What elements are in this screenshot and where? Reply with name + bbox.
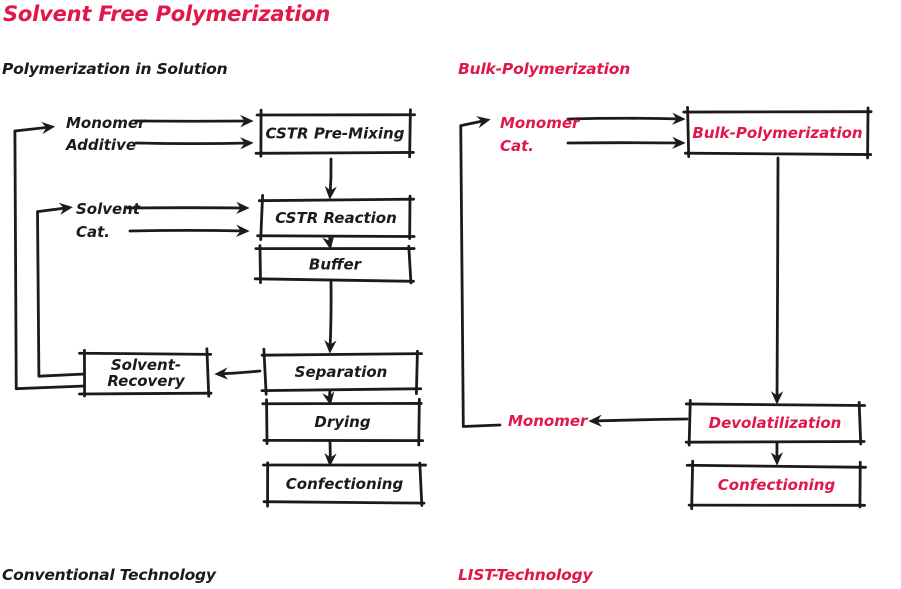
section-header-bulk: Bulk-Polymerization xyxy=(458,60,631,78)
node-box-stroke xyxy=(256,234,416,238)
node-box-stroke xyxy=(683,151,873,156)
node-box-stroke xyxy=(78,351,213,356)
node-box-fill xyxy=(260,114,410,153)
node-label-solvent-recovery: Solvent-Recovery xyxy=(107,356,186,390)
node-box-stroke xyxy=(260,352,423,357)
edge-cat-to-reaction xyxy=(128,224,250,237)
node-box-stroke xyxy=(262,500,426,505)
node-box-stroke xyxy=(205,347,211,398)
node-devolatilization: Devolatilization xyxy=(684,399,867,447)
label-monomer-right-bottom: Monomer xyxy=(508,412,589,430)
edge-separation-to-recovery xyxy=(214,367,262,380)
node-box-stroke xyxy=(254,151,415,155)
node-box-stroke xyxy=(257,197,416,203)
node-box-stroke xyxy=(418,461,424,507)
label-cat-left: Cat. xyxy=(76,223,110,241)
label-solvent: Solvent xyxy=(76,200,141,218)
edge-monomer-loop-right xyxy=(459,116,502,428)
node-box-stroke xyxy=(417,397,421,447)
node-box-stroke xyxy=(258,244,262,285)
node-box-stroke xyxy=(686,106,691,158)
node-drying: Drying xyxy=(261,397,425,447)
node-box-fill xyxy=(268,466,421,502)
node-label-confectioning-left: Confectioning xyxy=(286,475,404,493)
label-cat-right: Cat. xyxy=(500,137,534,155)
edge-devol-to-monomer xyxy=(588,414,689,427)
section-footer-conventional: Conventional Technology xyxy=(2,566,216,584)
node-box-stroke xyxy=(408,108,412,159)
node-box-fill xyxy=(260,249,410,280)
edge-premixing-to-reaction xyxy=(324,157,337,200)
node-box-stroke xyxy=(78,391,213,396)
node-label-devolatilization: Devolatilization xyxy=(709,414,842,432)
node-box-fill xyxy=(84,353,208,393)
node-bulk-polymerization: Bulk-Polymerization xyxy=(682,106,873,160)
node-label-drying: Drying xyxy=(314,413,370,431)
node-box-stroke xyxy=(259,193,265,241)
node-box-stroke xyxy=(684,440,866,444)
node-label-bulk-polymerization: Bulk-Polymerization xyxy=(692,124,862,142)
node-box-stroke xyxy=(857,400,863,446)
node-box-stroke xyxy=(690,459,695,511)
edge-recovery-loop-inner xyxy=(36,202,87,378)
node-box-stroke xyxy=(684,402,867,407)
node-label-buffer: Buffer xyxy=(309,256,363,274)
edge-monomer-to-bulk xyxy=(566,112,686,125)
node-box-stroke xyxy=(685,463,867,469)
node-box-fill xyxy=(688,112,867,154)
node-label-separation: Separation xyxy=(295,363,388,381)
edge-buffer-to-separation xyxy=(324,280,337,354)
node-confectioning-left: Confectioning xyxy=(262,461,427,508)
node-box-stroke xyxy=(262,347,268,396)
node-separation: Separation xyxy=(260,347,423,396)
node-box-stroke xyxy=(414,349,419,395)
edge-bulk-to-devolatilization xyxy=(770,156,784,405)
label-monomer-right-top: Monomer xyxy=(500,114,581,132)
label-additive: Additive xyxy=(65,136,136,154)
node-label-cstr-pre-mixing: CSTR Pre-Mixing xyxy=(266,125,405,143)
node-box-fill xyxy=(267,404,418,440)
node-buffer: Buffer xyxy=(253,244,416,285)
node-box-fill xyxy=(690,405,860,441)
node-box-fill xyxy=(692,466,861,504)
edge-additive-to-premixing xyxy=(134,137,254,150)
node-solvent-recovery: Solvent-Recovery xyxy=(78,347,213,398)
section-footer-list: LIST-Technology xyxy=(458,566,593,584)
node-box-stroke xyxy=(407,244,413,285)
node-cstr-reaction: CSTR Reaction xyxy=(256,193,416,241)
node-confectioning-right: Confectioning xyxy=(685,459,867,511)
node-box-stroke xyxy=(260,387,423,393)
node-cstr-pre-mixing: CSTR Pre-Mixing xyxy=(254,108,416,159)
label-monomer-left: Monomer xyxy=(66,114,147,132)
node-box-fill xyxy=(262,200,410,236)
node-label-confectioning-right: Confectioning xyxy=(718,476,836,494)
edge-recovery-loop-outer xyxy=(13,121,87,391)
section-header-solution: Polymerization in Solution xyxy=(2,60,228,78)
node-box-stroke xyxy=(687,399,692,447)
node-label-cstr-reaction: CSTR Reaction xyxy=(275,209,397,227)
node-box-fill xyxy=(265,354,417,390)
page-title: Solvent Free Polymerization xyxy=(3,2,331,26)
node-box-stroke xyxy=(253,277,415,283)
